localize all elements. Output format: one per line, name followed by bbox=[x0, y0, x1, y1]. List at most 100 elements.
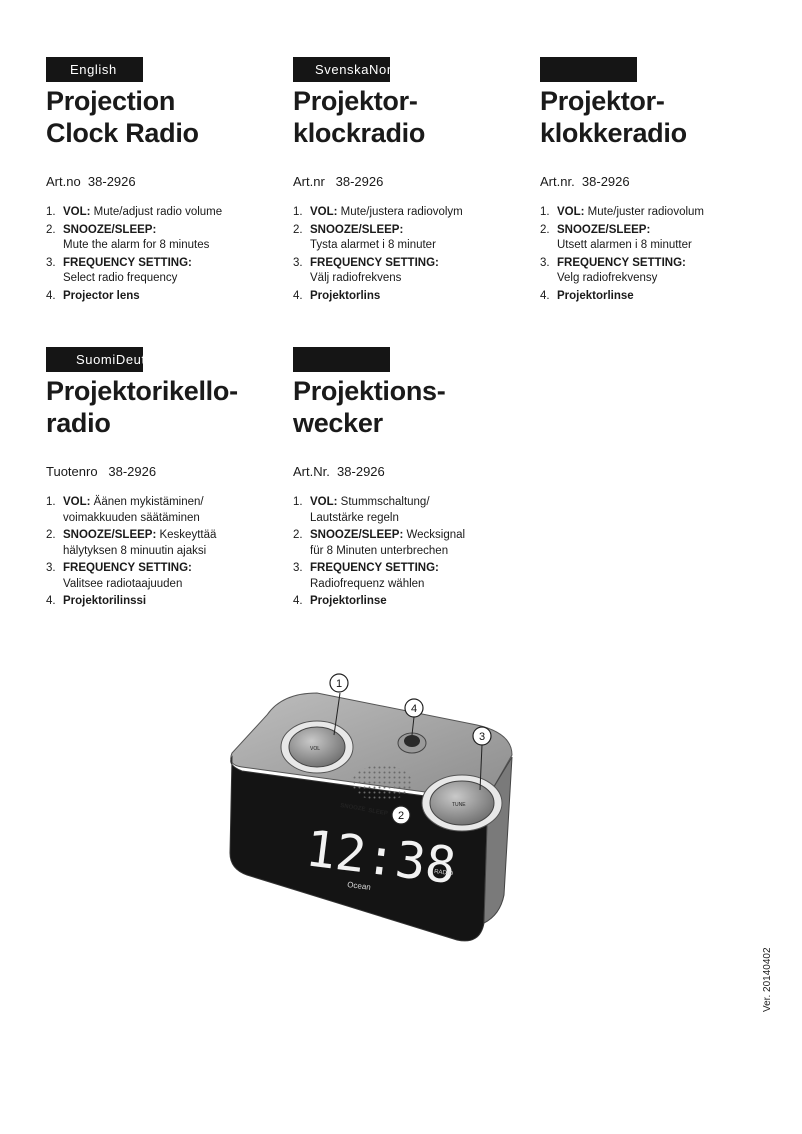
callout-line-4 bbox=[411, 716, 415, 736]
item-label: SNOOZE/SLEEP: bbox=[310, 529, 404, 541]
item-description: Select radio frequency bbox=[63, 272, 178, 284]
list-item: 2. SNOOZE/SLEEP: Keskeyttää hälytyksen 8 m… bbox=[46, 528, 281, 559]
list-item: 4. Projector lens bbox=[46, 289, 281, 305]
list-item: 1.VOL: Mute/justera radiovolym bbox=[293, 205, 528, 221]
list-item: 4.Projektorlinse bbox=[293, 594, 528, 610]
item-number: 3. bbox=[293, 256, 303, 269]
item-text: Mute/justera radiovolym bbox=[337, 206, 463, 218]
item-description: Välj radiofrekvens bbox=[310, 272, 402, 284]
item-description: voimakkuuden säätäminen bbox=[63, 511, 200, 524]
item-number: 1. bbox=[293, 206, 303, 218]
parts-list: 1.VOL: Stummschaltung/Lautstärke regeln … bbox=[293, 495, 528, 610]
item-description: Tysta alarmet i 8 minuter bbox=[310, 239, 436, 251]
item-description: Velg radiofrekvensy bbox=[557, 272, 658, 284]
sleep-label: SLEEP bbox=[368, 808, 388, 817]
parts-list: 1.VOL: Äänen mykistäminen/voimakkuuden s… bbox=[46, 495, 281, 610]
section-title: Projektions- wecker bbox=[293, 375, 528, 439]
item-number: 3. bbox=[46, 256, 56, 269]
item-description: hälytyksen 8 minuutin ajaksi bbox=[63, 544, 207, 557]
list-item: 3. FREQUENCY SETTING: Välj radiofrekvens bbox=[293, 256, 528, 287]
item-label: Projektorlins bbox=[310, 289, 381, 302]
language-tab bbox=[540, 57, 637, 82]
tune-knob bbox=[429, 780, 495, 826]
radio-indicator-label: RADIO bbox=[434, 869, 454, 877]
list-item: 4. Projektorlinse bbox=[540, 289, 775, 305]
article-number: Tuotenro 38-2926 bbox=[46, 464, 157, 479]
callout-line-1 bbox=[333, 692, 341, 736]
list-item: 3. FREQUENCY SETTING: Radiofrequenz wählen bbox=[293, 561, 528, 592]
item-number: 4. bbox=[293, 289, 303, 302]
item-label: FREQUENCY SETTING: bbox=[557, 256, 686, 269]
item-text: Keskeyttää bbox=[156, 529, 217, 541]
title-line: Projection bbox=[46, 86, 176, 116]
callout-number: 4 bbox=[411, 703, 417, 715]
item-number: 4. bbox=[46, 595, 56, 607]
item-label: VOL: bbox=[63, 206, 91, 218]
item-text: Äänen mykistäminen/ bbox=[90, 496, 204, 508]
item-number: 2. bbox=[46, 529, 56, 541]
item-number: 1. bbox=[46, 496, 56, 508]
item-number: 3. bbox=[293, 562, 303, 574]
callout-2: 2 bbox=[391, 805, 411, 825]
item-number: 4. bbox=[293, 595, 303, 607]
item-description: Lautstärke regeln bbox=[310, 511, 399, 524]
item-number: 2. bbox=[46, 223, 56, 236]
language-tab bbox=[293, 347, 390, 372]
item-text: Mute/adjust radio volume bbox=[90, 206, 223, 218]
tune-button-label: TUNE bbox=[452, 802, 466, 808]
item-label: Projektorlinse bbox=[557, 289, 634, 302]
item-description: Utsett alarmen i 8 minutter bbox=[557, 239, 692, 251]
projector-lens bbox=[404, 735, 420, 747]
list-item: 3. FREQUENCY SETTING: Select radio frequen… bbox=[46, 256, 281, 287]
item-text: Mute/juster radiovolum bbox=[584, 206, 705, 218]
item-number: 1. bbox=[293, 496, 303, 508]
callout-3: 3 bbox=[472, 726, 492, 746]
item-number: 4. bbox=[46, 289, 56, 302]
article-number: Art.nr 38-2926 bbox=[293, 174, 384, 189]
item-text: Wecksignal bbox=[403, 529, 466, 541]
callout-1: 1 bbox=[329, 673, 349, 693]
title-line: radio bbox=[46, 408, 111, 438]
callout-line-3 bbox=[479, 744, 483, 791]
article-number: Art.Nr. 38-2926 bbox=[293, 464, 385, 479]
item-number: 4. bbox=[540, 289, 550, 302]
item-label: Projector lens bbox=[63, 289, 140, 302]
parts-list: 1.VOL: Mute/justera radiovolym 2.SNOOZE/… bbox=[293, 205, 528, 304]
item-label: SNOOZE/SLEEP: bbox=[310, 223, 404, 236]
section-svenska: SvenskaNor Projektor- klockradio Art.nr … bbox=[293, 57, 528, 306]
section-title: Projektor- klockradio bbox=[293, 85, 528, 149]
list-item: 3. FREQUENCY SETTING: Velg radiofrekvensy bbox=[540, 256, 775, 287]
item-description: Radiofrequenz wählen bbox=[310, 577, 425, 590]
list-item: 4. Projektorilinssi bbox=[46, 594, 281, 610]
parts-list: 1.VOL: Mute/adjust radio volume 2.SNOOZE… bbox=[46, 205, 281, 304]
vol-knob bbox=[288, 726, 346, 768]
article-number: Art.nr. 38-2926 bbox=[540, 174, 630, 189]
item-label: SNOOZE/SLEEP: bbox=[63, 529, 157, 541]
item-number: 1. bbox=[46, 206, 56, 218]
item-label: FREQUENCY SETTING: bbox=[310, 256, 439, 269]
title-line: wecker bbox=[293, 408, 383, 438]
list-item: 4. Projektorlins bbox=[293, 289, 528, 305]
item-label: Projektorilinssi bbox=[63, 595, 147, 607]
list-item: 2.SNOOZE/SLEEP:Utsett alarmen i 8 minutt… bbox=[540, 223, 775, 254]
item-label: FREQUENCY SETTING: bbox=[310, 562, 439, 574]
article-number: Art.no 38-2926 bbox=[46, 174, 136, 189]
speaker-grille bbox=[352, 765, 412, 801]
title-line: klockradio bbox=[293, 118, 426, 148]
item-description: Valitsee radiotaajuuden bbox=[63, 577, 183, 590]
callout-4: 4 bbox=[404, 698, 424, 718]
section-suomi: SuomiDeut Projektorikello- radio Tuotenr… bbox=[46, 347, 281, 612]
item-number: 3. bbox=[46, 562, 56, 574]
title-line: klokkeradio bbox=[540, 118, 687, 148]
callout-number: 3 bbox=[479, 731, 485, 743]
language-tab: SvenskaNor bbox=[293, 57, 390, 82]
item-label: FREQUENCY SETTING: bbox=[63, 562, 192, 574]
parts-list: 1.VOL: Mute/juster radiovolum 2.SNOOZE/S… bbox=[540, 205, 775, 304]
brand-logo: Ocean bbox=[347, 880, 371, 892]
section-title: Projection Clock Radio bbox=[46, 85, 281, 149]
section-title: Projektorikello- radio bbox=[46, 375, 281, 439]
title-line: Projektor- bbox=[540, 86, 665, 116]
item-number: 3. bbox=[540, 256, 550, 269]
item-label: FREQUENCY SETTING: bbox=[63, 256, 192, 269]
version-label: Ver. 20140402 bbox=[762, 947, 773, 1012]
